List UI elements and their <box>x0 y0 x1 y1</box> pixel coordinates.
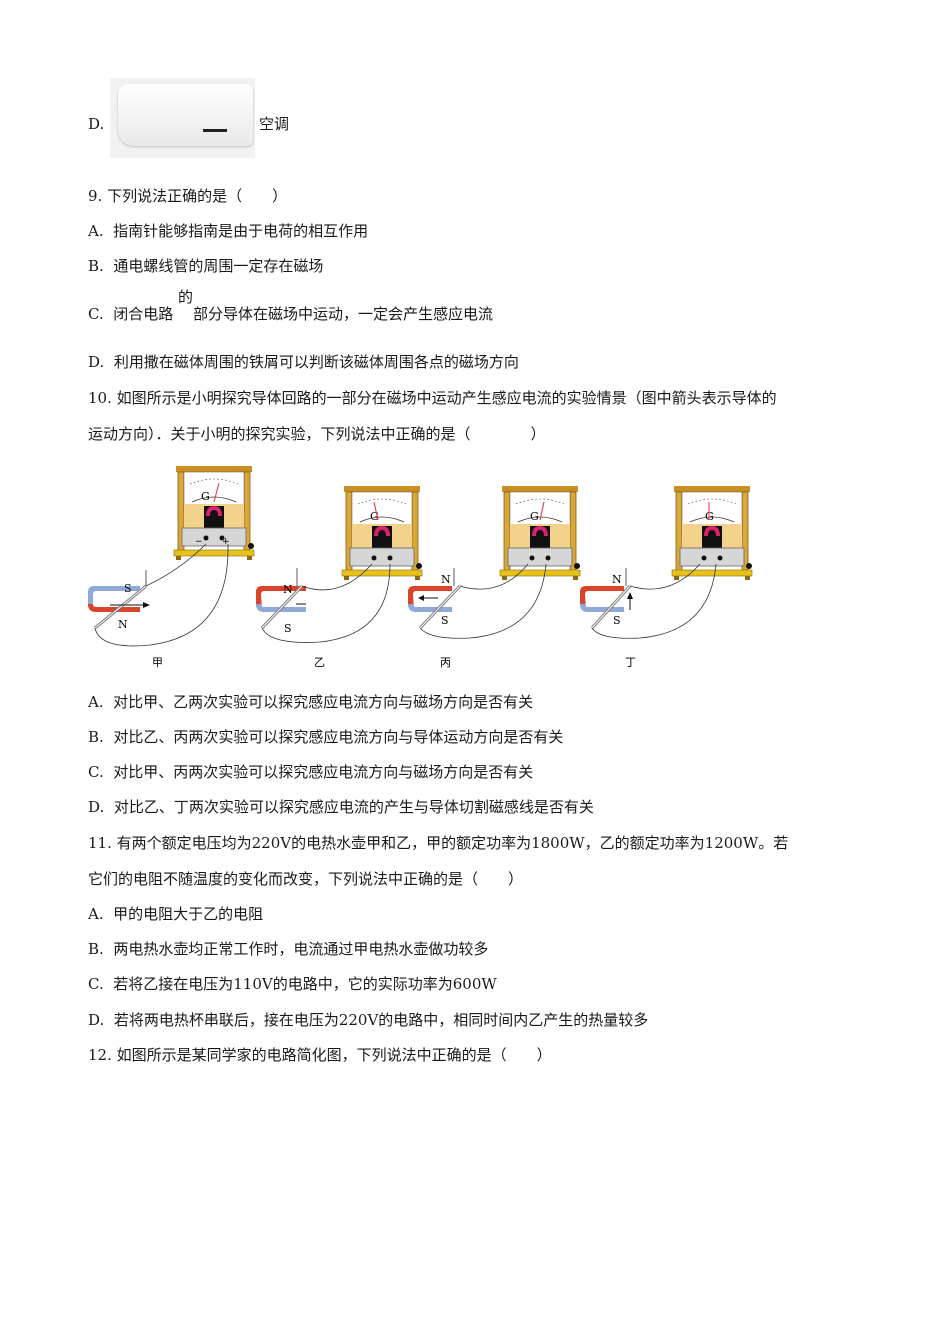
q11-option-a: A. 甲的电阻大于乙的电阻 <box>88 904 263 924</box>
q10-stem-line1: 10. 如图所示是小明探究导体回路的一部分在磁场中运动产生感应电流的实验情景（图… <box>88 389 777 407</box>
option-label: C. <box>88 763 104 781</box>
air-conditioner-image <box>110 78 255 158</box>
svg-text:N: N <box>441 573 451 586</box>
svg-text:S: S <box>284 622 292 635</box>
q12-stem: 12. 如图所示是某同学家的电路简化图，下列说法中正确的是（ ） <box>88 1046 552 1064</box>
panel-jia: G − + S N 甲 <box>88 465 255 669</box>
svg-text:G: G <box>201 490 210 503</box>
panel-bing: G N S 丙 <box>408 485 581 669</box>
option-label: D. <box>88 115 105 133</box>
option-label: A. <box>88 905 104 923</box>
svg-text:N: N <box>283 583 293 596</box>
q11-option-b: B. 两电热水壶均正常工作时，电流通过甲电热水壶做功较多 <box>88 939 488 959</box>
option-text: 对比乙、丙两次实验可以探究感应电流方向与导体运动方向是否有关 <box>113 728 564 746</box>
option-label: D. <box>88 353 105 371</box>
q9-option-a: A. 指南针能够指南是由于电荷的相互作用 <box>88 221 368 241</box>
option-text: 若将乙接在电压为110V的电路中，它的实际功率为600W <box>113 975 497 993</box>
option-label: C. <box>88 975 104 993</box>
q11-option-c: C. 若将乙接在电压为110V的电路中，它的实际功率为600W <box>88 974 497 994</box>
option-label: B. <box>88 940 104 958</box>
option-text: 对比甲、丙两次实验可以探究感应电流方向与磁场方向是否有关 <box>113 763 534 781</box>
q8-option-d: D. <box>88 114 104 134</box>
q9-option-c-superscript: 的 <box>178 288 194 306</box>
q11-option-d: D. 若将两电热杯串联后，接在电压为220V的电路中，相同时间内乙产生的热量较多 <box>88 1010 648 1030</box>
option-text: 两电热水壶均正常工作时，电流通过甲电热水壶做功较多 <box>113 940 489 958</box>
q10-option-c: C. 对比甲、丙两次实验可以探究感应电流方向与磁场方向是否有关 <box>88 762 533 782</box>
option-label: D. <box>88 1011 105 1029</box>
option-label: B. <box>88 257 104 275</box>
q9-stem: 9. 下列说法正确的是（ ） <box>88 187 288 205</box>
option-label: D. <box>88 798 105 816</box>
panel-yi: G N S 乙 <box>256 485 423 669</box>
option-label: A. <box>88 222 104 240</box>
svg-text:G: G <box>370 510 379 523</box>
option-label: C. <box>88 305 104 323</box>
q11-stem-line1: 11. 有两个额定电压均为220V的电热水壶甲和乙，甲的额定功率为1800W，乙… <box>88 834 789 852</box>
caption-jia: 甲 <box>152 656 163 669</box>
q9-option-b: B. 通电螺线管的周围一定存在磁场 <box>88 256 323 276</box>
induction-experiment-figure: G − + S N 甲 G N S 乙 G <box>88 465 753 669</box>
q9-option-d: D. 利用撒在磁体周围的铁屑可以判断该磁体周围各点的磁场方向 <box>88 352 519 372</box>
svg-text:S: S <box>613 614 621 627</box>
option-text: 通电螺线管的周围一定存在磁场 <box>113 257 324 275</box>
svg-text:+: + <box>222 537 230 547</box>
option-text: 对比乙、丁两次实验可以探究感应电流的产生与导体切割磁感线是否有关 <box>113 798 594 816</box>
q8-option-d-text: 空调 <box>259 115 290 133</box>
svg-text:S: S <box>124 582 132 595</box>
caption-yi: 乙 <box>314 656 325 669</box>
svg-text:S: S <box>441 614 449 627</box>
option-label: B. <box>88 728 104 746</box>
svg-text:−: − <box>195 537 203 547</box>
air-conditioner-body <box>118 84 253 146</box>
option-label: A. <box>88 693 104 711</box>
caption-ding: 丁 <box>625 656 636 669</box>
air-conditioner-vent <box>203 129 227 132</box>
q11-stem-line2: 它们的电阻不随温度的变化而改变，下列说法中正确的是（ ） <box>88 870 524 888</box>
q9-option-c: C. 闭合电路 部分导体在磁场中运动，一定会产生感应电流 <box>88 304 493 324</box>
svg-text:G: G <box>530 510 539 523</box>
option-text: 闭合电路 部分导体在磁场中运动，一定会产生感应电流 <box>113 305 494 323</box>
q10-stem-line2: 运动方向）．关于小明的探究实验，下列说法中正确的是（ ） <box>88 425 546 443</box>
q10-option-a: A. 对比甲、乙两次实验可以探究感应电流方向与磁场方向是否有关 <box>88 692 533 712</box>
option-text: 若将两电热杯串联后，接在电压为220V的电路中，相同时间内乙产生的热量较多 <box>113 1011 649 1029</box>
q10-option-b: B. 对比乙、丙两次实验可以探究感应电流方向与导体运动方向是否有关 <box>88 727 563 747</box>
option-text: 利用撒在磁体周围的铁屑可以判断该磁体周围各点的磁场方向 <box>113 353 519 371</box>
option-text: 指南针能够指南是由于电荷的相互作用 <box>113 222 369 240</box>
q10-option-d: D. 对比乙、丁两次实验可以探究感应电流的产生与导体切割磁感线是否有关 <box>88 797 594 817</box>
option-text: 甲的电阻大于乙的电阻 <box>113 905 264 923</box>
option-text: 对比甲、乙两次实验可以探究感应电流方向与磁场方向是否有关 <box>113 693 534 711</box>
svg-text:N: N <box>118 618 128 631</box>
panel-ding: G NS 丁 <box>580 485 753 669</box>
caption-bing: 丙 <box>440 656 451 669</box>
svg-text:N: N <box>612 573 622 586</box>
